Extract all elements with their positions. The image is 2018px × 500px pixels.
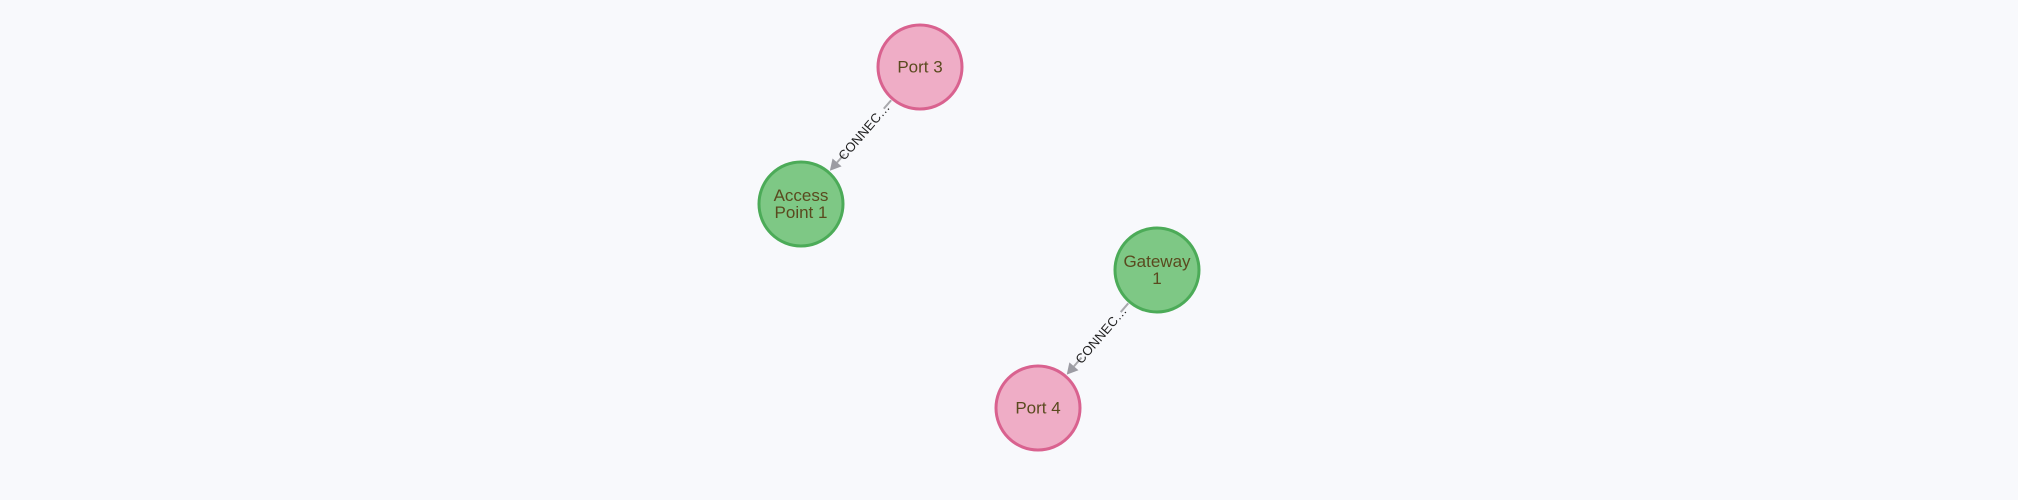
node-circle (1113, 226, 1201, 314)
node-label: Port 4 (1015, 399, 1060, 418)
node-circle (757, 160, 845, 248)
node-circle (876, 23, 964, 111)
node-label: 1 (1152, 269, 1161, 288)
node-label: Point 1 (775, 203, 828, 222)
node-label: Gateway (1123, 252, 1191, 271)
arrowhead-icon (1066, 362, 1079, 375)
node-port4[interactable]: Port 4 (994, 364, 1082, 452)
node-label: Port 3 (897, 58, 942, 77)
node-label: Access (774, 186, 829, 205)
arrowhead-icon (829, 158, 842, 171)
node-circle (994, 364, 1082, 452)
edge-label-background (1074, 306, 1126, 363)
node-port3[interactable]: Port 3 (876, 23, 964, 111)
edge-label-background (837, 102, 890, 159)
